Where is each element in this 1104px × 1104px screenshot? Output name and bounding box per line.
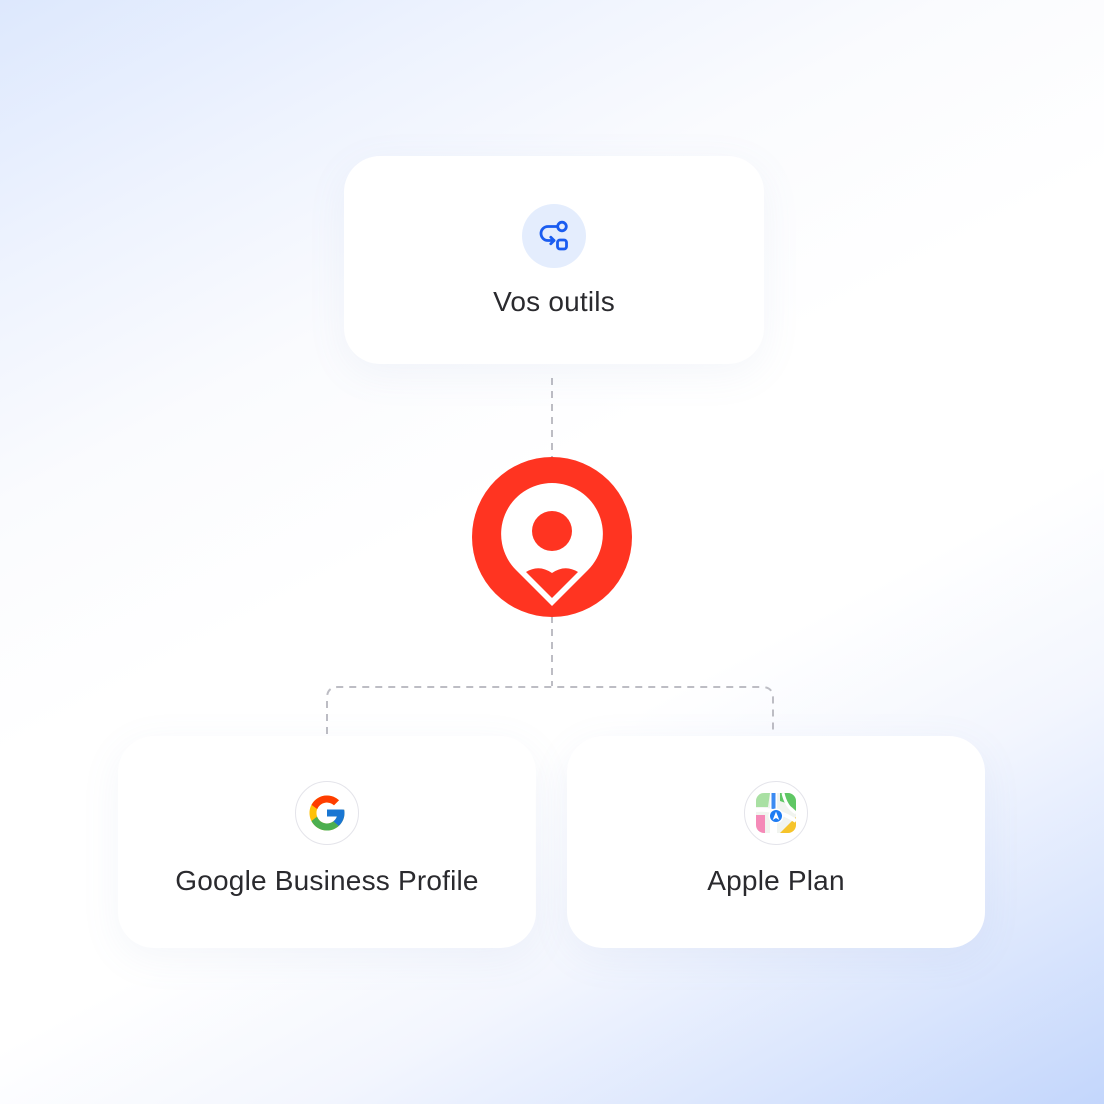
google-label: Google Business Profile <box>175 865 479 896</box>
node-card-apple: Apple Plan <box>567 736 985 948</box>
apple-icon-badge <box>744 781 808 845</box>
apple-maps-icon <box>756 793 796 833</box>
location-pin-logo <box>472 457 632 617</box>
tools-icon-badge <box>522 204 586 268</box>
node-card-tools: Vos outils <box>344 156 764 364</box>
apple-label: Apple Plan <box>707 865 845 896</box>
tools-label: Vos outils <box>493 286 615 317</box>
google-icon-badge <box>295 781 359 845</box>
node-card-google: Google Business Profile <box>118 736 536 948</box>
google-logo-icon <box>309 795 345 831</box>
integrations-icon <box>539 220 568 251</box>
connector-branch <box>326 686 774 734</box>
